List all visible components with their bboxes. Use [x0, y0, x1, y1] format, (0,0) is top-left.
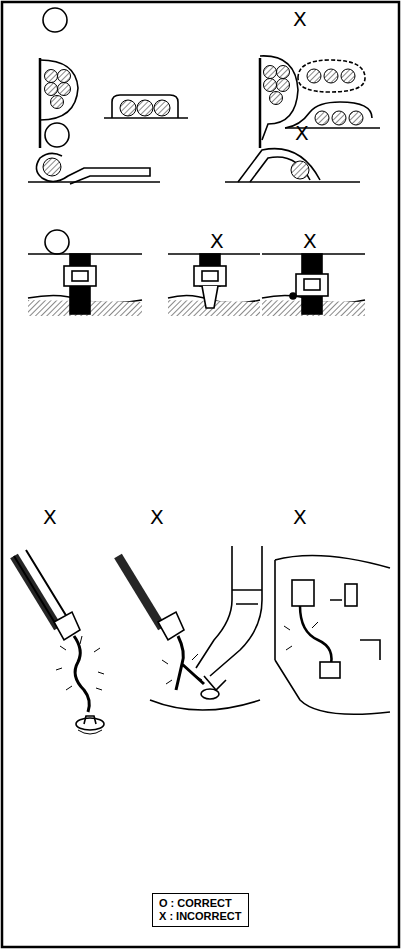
incorrect-mark: X	[43, 506, 57, 528]
incorrect-mark: X	[293, 8, 307, 30]
incorrect-mark: X	[150, 506, 164, 528]
incorrect-mark: X	[210, 230, 224, 252]
incorrect-mark: X	[293, 506, 307, 528]
legend-box: O : CORRECTX : INCORRECT	[152, 893, 249, 927]
legend-text: O : CORRECT	[159, 897, 242, 910]
legend-text: X : INCORRECT	[159, 910, 242, 923]
incorrect-mark: X	[303, 230, 317, 252]
incorrect-mark: X	[295, 122, 309, 144]
